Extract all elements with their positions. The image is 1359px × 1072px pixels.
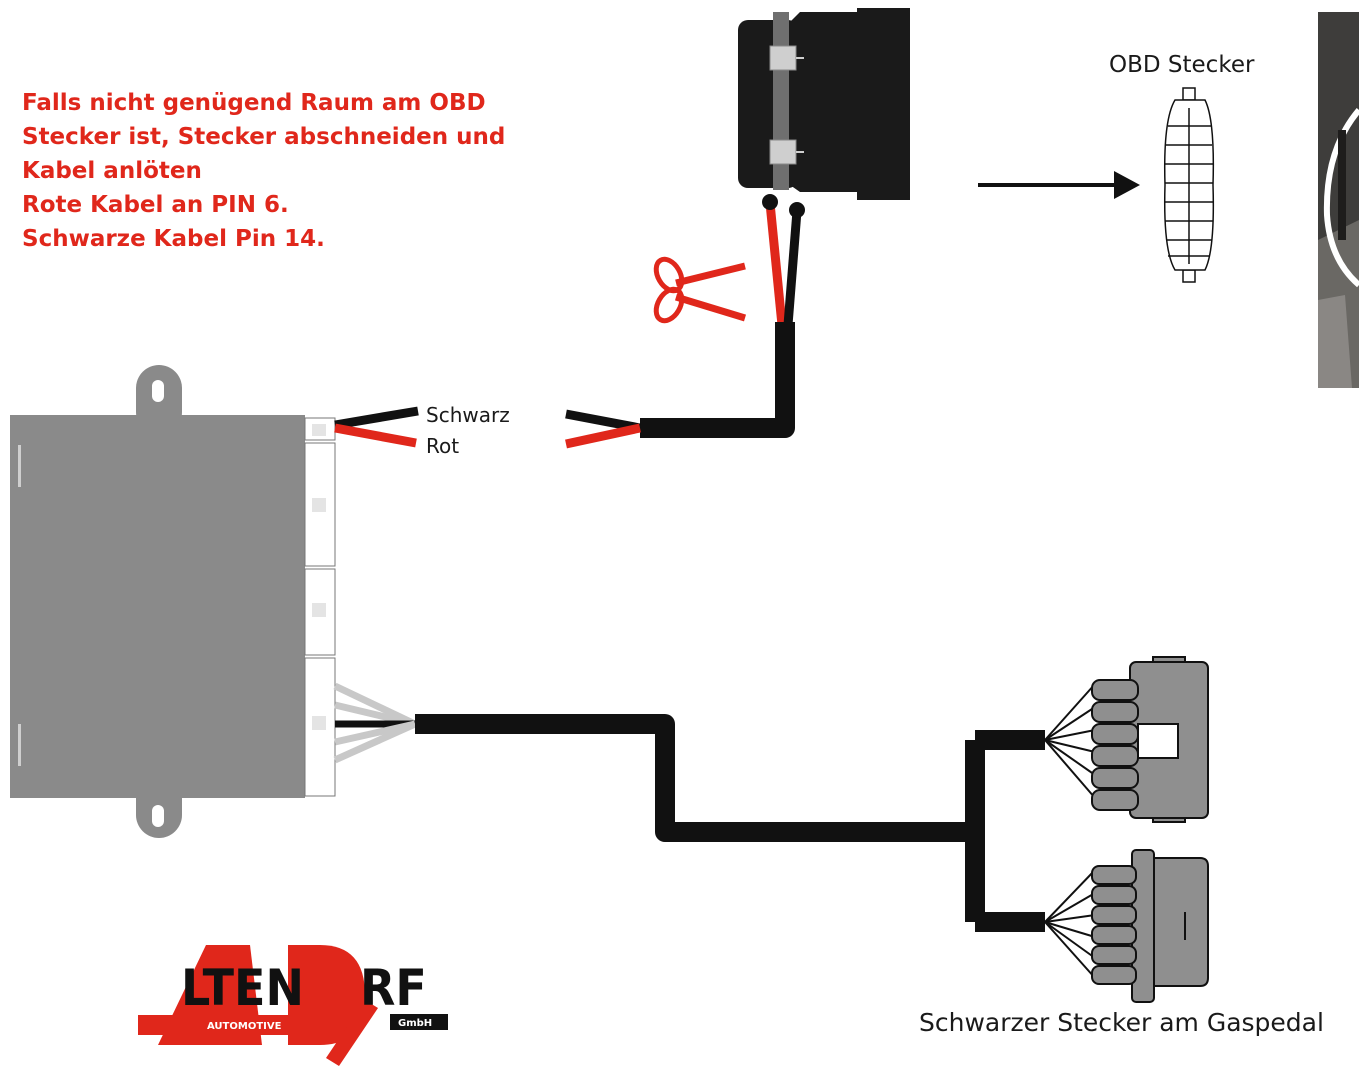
obd-plug bbox=[738, 8, 910, 200]
instruction-line: Kabel anlöten bbox=[22, 158, 202, 184]
arrow-right-icon bbox=[978, 171, 1140, 199]
gas-pedal-connector-upper bbox=[1044, 656, 1209, 823]
obd-wires bbox=[565, 194, 805, 449]
instruction-line: Stecker ist, Stecker abschneiden und bbox=[22, 124, 506, 150]
gas-pedal-connector-label: Schwarzer Stecker am Gaspedal bbox=[919, 1008, 1324, 1037]
wire-label-red: Rot bbox=[426, 434, 460, 458]
logo-letters-end: RF bbox=[360, 959, 427, 1017]
gas-pedal-harness bbox=[333, 682, 1045, 932]
altendorf-logo: LTEN RF AUTOMOTIVE GmbH bbox=[138, 945, 448, 1066]
instruction-line: Rote Kabel an PIN 6. bbox=[22, 192, 289, 218]
obd-location-photo bbox=[1318, 12, 1359, 388]
obd-connector-label: OBD Stecker bbox=[1109, 52, 1255, 78]
instruction-line: Falls nicht genügend Raum am OBD bbox=[22, 90, 486, 116]
installation-instructions: Falls nicht genügend Raum am OBD Stecker… bbox=[22, 86, 622, 256]
logo-letters-start: LTEN bbox=[181, 959, 304, 1017]
instruction-line: Schwarze Kabel Pin 14. bbox=[22, 226, 325, 252]
gas-pedal-connector-lower bbox=[1044, 849, 1209, 1003]
wire-label-black: Schwarz bbox=[426, 403, 510, 427]
logo-subtitle-left: AUTOMOTIVE bbox=[207, 1021, 282, 1032]
module-power-wires bbox=[334, 406, 419, 448]
obd-socket-drawing bbox=[1163, 87, 1215, 283]
scissors-icon bbox=[653, 256, 747, 324]
logo-subtitle-right: GmbH bbox=[398, 1018, 432, 1029]
control-module bbox=[10, 365, 336, 838]
